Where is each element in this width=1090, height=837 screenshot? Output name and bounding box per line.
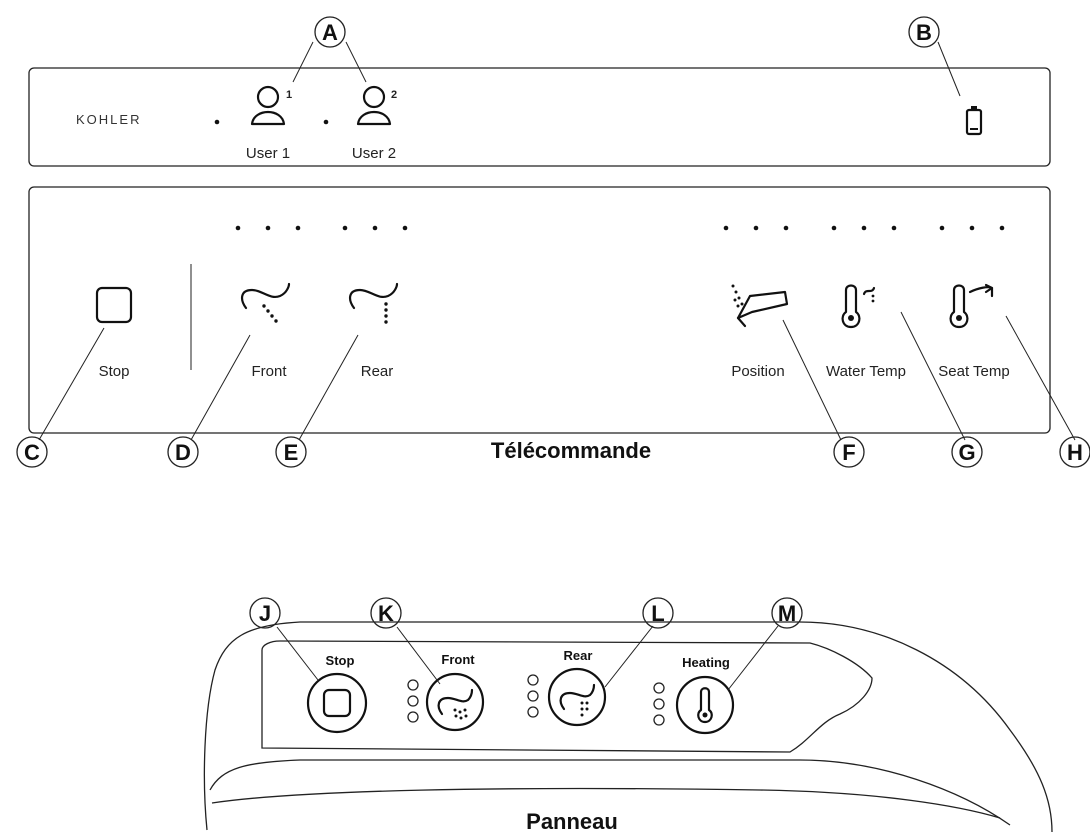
- svg-text:L: L: [651, 601, 664, 626]
- user1-number: 1: [286, 89, 292, 101]
- svg-text:F: F: [842, 440, 855, 465]
- panel-title: Panneau: [526, 809, 618, 834]
- panel-heating-level-dots: [653, 682, 665, 726]
- user1-icon[interactable]: [250, 85, 286, 126]
- panel-front-button[interactable]: [425, 672, 485, 732]
- panel-stop-label: Stop: [326, 653, 355, 668]
- callout-d: D: [167, 436, 199, 468]
- battery-icon: [965, 106, 983, 136]
- rear-wash-icon[interactable]: [348, 282, 399, 324]
- remote-leader-lines: [38, 41, 1076, 441]
- callout-k: K: [370, 597, 402, 629]
- nozzle-position-icon[interactable]: [731, 284, 789, 328]
- seat-temp-level-dots: [939, 225, 1005, 231]
- panel-heating-label: Heating: [682, 655, 730, 670]
- brand-logo: KOHLER: [76, 112, 141, 127]
- panel-stop-button[interactable]: [306, 672, 368, 734]
- water-temp-thermometer-icon[interactable]: [841, 284, 876, 329]
- callout-h: H: [1059, 436, 1090, 468]
- callout-c: C: [16, 436, 48, 468]
- stop-button-icon[interactable]: [95, 286, 133, 324]
- remote-seat-temp-label: Seat Temp: [938, 363, 1009, 380]
- front-level-dots: [235, 225, 301, 231]
- remote-stop-label: Stop: [99, 363, 130, 380]
- remote-water-temp-label: Water Temp: [826, 363, 906, 380]
- user2-icon[interactable]: [356, 85, 392, 126]
- panel-front-label: Front: [441, 652, 475, 667]
- remote-position-label: Position: [731, 363, 784, 380]
- remote-main-panel: [28, 186, 1051, 434]
- panel-leader-lines: [276, 625, 779, 691]
- remote-top-strip: [28, 67, 1051, 167]
- user1-label: User 1: [246, 145, 290, 162]
- svg-text:G: G: [958, 440, 975, 465]
- rear-level-dots: [342, 225, 408, 231]
- callout-a: A: [314, 16, 346, 48]
- svg-text:K: K: [378, 601, 394, 626]
- svg-text:D: D: [175, 440, 191, 465]
- callout-b: B: [908, 16, 940, 48]
- position-level-dots: [723, 225, 789, 231]
- remote-title: Télécommande: [491, 438, 651, 463]
- svg-text:B: B: [916, 20, 932, 45]
- callout-f: F: [833, 436, 865, 468]
- svg-text:A: A: [322, 20, 338, 45]
- user1-indicator-dot: [214, 119, 220, 125]
- svg-text:E: E: [284, 440, 299, 465]
- callout-j: J: [249, 597, 281, 629]
- panel-rear-button[interactable]: [547, 667, 607, 727]
- water-temp-level-dots: [831, 225, 897, 231]
- svg-text:M: M: [778, 601, 796, 626]
- seat-temp-thermometer-icon[interactable]: [949, 283, 994, 329]
- svg-text:H: H: [1067, 440, 1083, 465]
- panel-front-level-dots: [407, 679, 419, 723]
- svg-text:J: J: [259, 601, 271, 626]
- callout-m: M: [771, 597, 803, 629]
- panel-heating-button[interactable]: [675, 675, 735, 735]
- callout-g: G: [951, 436, 983, 468]
- user2-label: User 2: [352, 145, 396, 162]
- callout-l: L: [642, 597, 674, 629]
- panel-rear-level-dots: [527, 674, 539, 718]
- panel-rear-label: Rear: [564, 648, 593, 663]
- front-wash-icon[interactable]: [240, 282, 291, 323]
- svg-text:C: C: [24, 440, 40, 465]
- remote-front-label: Front: [251, 363, 287, 380]
- panel-body-outline: [203, 621, 1053, 833]
- remote-rear-label: Rear: [361, 363, 394, 380]
- user2-indicator-dot: [323, 119, 329, 125]
- callout-e: E: [275, 436, 307, 468]
- user2-number: 2: [391, 89, 397, 101]
